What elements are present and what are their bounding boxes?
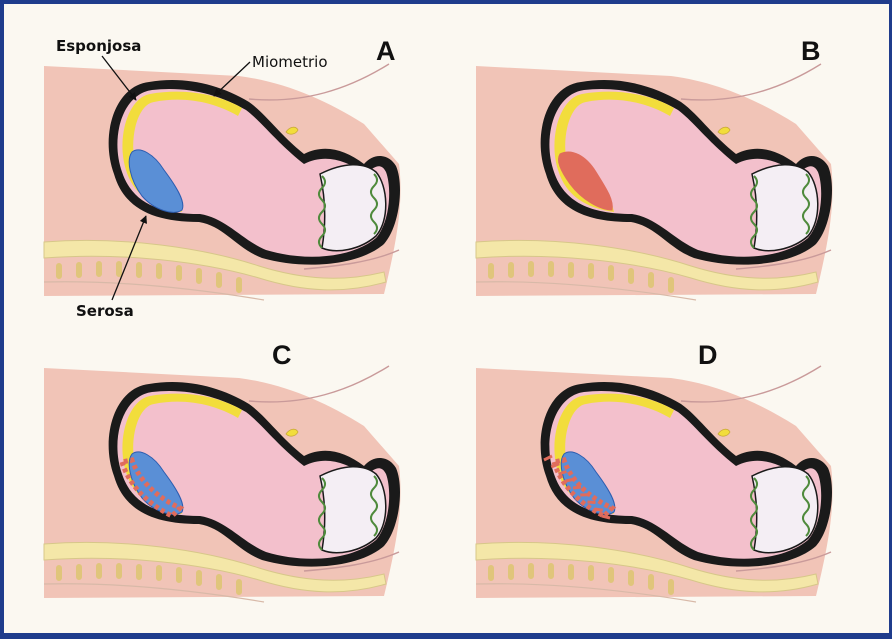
label-miometrio: Miometrio [252,53,328,71]
panel-b: B [476,36,833,300]
uterus-illustration [44,64,401,300]
uterus-illustration [476,366,833,602]
uterus-illustration [44,366,401,602]
panel-letter: A [376,36,396,66]
panel-letter: B [801,36,821,66]
panel-a: A [44,36,401,300]
panel-c: C [44,340,401,602]
panel-letter: C [272,340,292,370]
panel-letter: D [698,340,718,370]
label-esponjosa: Esponjosa [56,37,141,55]
panel-d: D [476,340,833,602]
uterus-illustration [476,64,833,300]
label-serosa: Serosa [76,302,134,320]
